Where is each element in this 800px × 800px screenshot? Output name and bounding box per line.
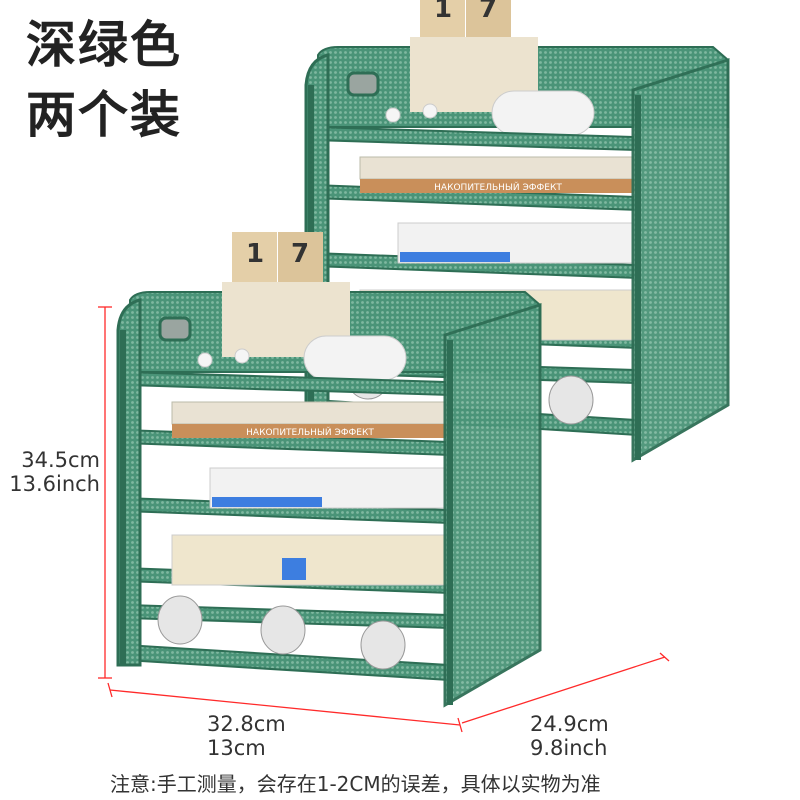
shelf-unit-back: 1 7 НАКОПИТЕЛЬНЫЙ ЭФФЕКТ [306, 0, 728, 460]
depth-label: 24.9cm 9.8inch [530, 712, 609, 760]
calendar-digit: 7 [479, 0, 497, 24]
calendar-digit: 1 [434, 0, 452, 24]
title-color: 深绿色 [26, 16, 182, 74]
width-inch: 13cm [207, 736, 266, 760]
measurement-note: 注意:手工测量，会存在1-2CM的误差，具体以实物为准 [110, 772, 601, 796]
height-cm: 34.5cm [21, 448, 100, 472]
calendar-digit: 7 [291, 239, 309, 269]
shelf-unit-front: 1 7 НАКОПИТЕЛЬНЫЙ ЭФФЕКТ [118, 232, 540, 705]
width-cm: 32.8cm [207, 712, 286, 736]
book-title: НАКОПИТЕЛЬНЫЙ ЭФФЕКТ [434, 181, 562, 193]
dimension-lines [98, 306, 670, 733]
height-inch: 13.6inch [9, 472, 100, 496]
depth-cm: 24.9cm [530, 712, 609, 736]
height-label: 34.5cm 13.6inch [9, 448, 100, 496]
calendar-digit: 1 [246, 239, 264, 269]
title-quantity: 两个装 [26, 86, 182, 144]
depth-inch: 9.8inch [530, 736, 608, 760]
book-title: НАКОПИТЕЛЬНЫЙ ЭФФЕКТ [246, 426, 374, 438]
width-label: 32.8cm 13cm [207, 712, 286, 760]
